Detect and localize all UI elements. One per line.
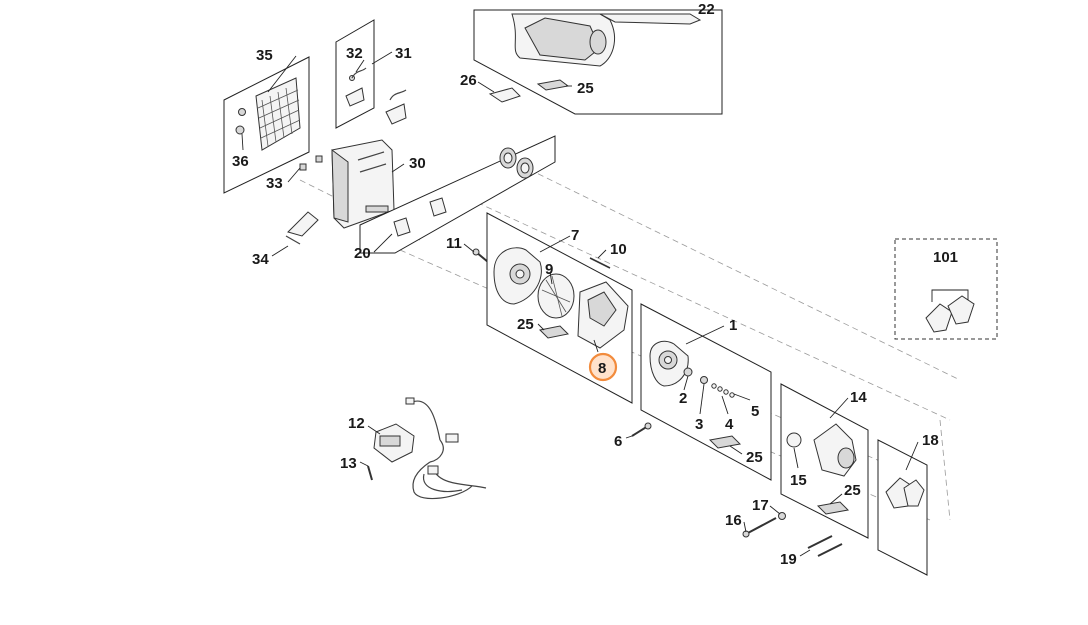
callout-1[interactable]: 1 bbox=[729, 317, 737, 334]
callout-18[interactable]: 18 bbox=[922, 432, 939, 449]
engine-housing-panel[interactable] bbox=[473, 9, 723, 115]
callout-33[interactable]: 33 bbox=[266, 175, 283, 192]
callout-30[interactable]: 30 bbox=[409, 155, 426, 172]
callout-4[interactable]: 4 bbox=[725, 416, 734, 433]
callout-5[interactable]: 5 bbox=[751, 403, 759, 420]
callout-9[interactable]: 9 bbox=[545, 261, 553, 278]
callout-25-crank[interactable]: 25 bbox=[746, 449, 763, 466]
bracket-panel[interactable] bbox=[877, 439, 928, 576]
callout-17[interactable]: 17 bbox=[752, 497, 769, 514]
part-25-shim-fan[interactable] bbox=[538, 325, 570, 339]
callout-36[interactable]: 36 bbox=[232, 153, 249, 170]
callout-11[interactable]: 11 bbox=[446, 235, 462, 252]
crankcase-panel[interactable] bbox=[640, 303, 772, 481]
callout-12[interactable]: 12 bbox=[348, 415, 365, 432]
callout-10[interactable]: 10 bbox=[610, 241, 627, 258]
callout-8[interactable]: 8 bbox=[598, 360, 606, 377]
part-19-bolts[interactable] bbox=[807, 535, 843, 557]
fan-housing-body[interactable] bbox=[331, 139, 395, 229]
part-10-pin[interactable] bbox=[589, 257, 611, 269]
callout-3[interactable]: 3 bbox=[695, 416, 703, 433]
highlight-ring-part-8[interactable] bbox=[588, 352, 618, 382]
callout-7[interactable]: 7 bbox=[571, 227, 579, 244]
callout-35[interactable]: 35 bbox=[256, 47, 273, 64]
part-26-wedge[interactable] bbox=[488, 87, 521, 103]
callout-25-bearing[interactable]: 25 bbox=[844, 482, 861, 499]
callout-20[interactable]: 20 bbox=[354, 245, 371, 262]
callout-32[interactable]: 32 bbox=[346, 45, 363, 62]
switch-bracket-panel[interactable] bbox=[335, 19, 407, 129]
part-11-screw[interactable] bbox=[472, 248, 489, 263]
callout-31[interactable]: 31 bbox=[395, 45, 412, 62]
callout-25-fan[interactable]: 25 bbox=[517, 316, 534, 333]
callout-15[interactable]: 15 bbox=[790, 472, 807, 489]
bearing-housing-panel[interactable] bbox=[780, 383, 869, 539]
callout-6[interactable]: 6 bbox=[614, 433, 622, 450]
callout-25-top[interactable]: 25 bbox=[577, 80, 594, 97]
cover-grille-panel[interactable] bbox=[223, 56, 310, 194]
callout-26[interactable]: 26 bbox=[460, 72, 477, 89]
leader-lines bbox=[241, 51, 919, 557]
callout-34[interactable]: 34 bbox=[252, 251, 269, 268]
part-13-screw[interactable] bbox=[367, 465, 373, 481]
part-33-clip[interactable] bbox=[299, 155, 323, 171]
callout-19[interactable]: 19 bbox=[780, 551, 797, 568]
callout-16[interactable]: 16 bbox=[725, 512, 742, 529]
callout-labels: 22 35 32 31 26 25 36 30 33 34 20 11 7 10… bbox=[232, 1, 958, 568]
ignition-module[interactable] bbox=[373, 397, 487, 500]
part-6-screw[interactable] bbox=[631, 422, 652, 437]
part-16-bolt[interactable] bbox=[742, 517, 777, 538]
part-34-pliers-clip[interactable] bbox=[285, 211, 319, 245]
callout-2[interactable]: 2 bbox=[679, 390, 687, 407]
kit-101-panel[interactable] bbox=[894, 238, 998, 340]
damper-kit-panel[interactable] bbox=[359, 135, 556, 254]
callout-22[interactable]: 22 bbox=[698, 1, 715, 18]
part-17-washer[interactable] bbox=[778, 512, 786, 520]
callout-101[interactable]: 101 bbox=[933, 249, 958, 266]
callout-14[interactable]: 14 bbox=[850, 389, 867, 406]
callout-13[interactable]: 13 bbox=[340, 455, 357, 472]
